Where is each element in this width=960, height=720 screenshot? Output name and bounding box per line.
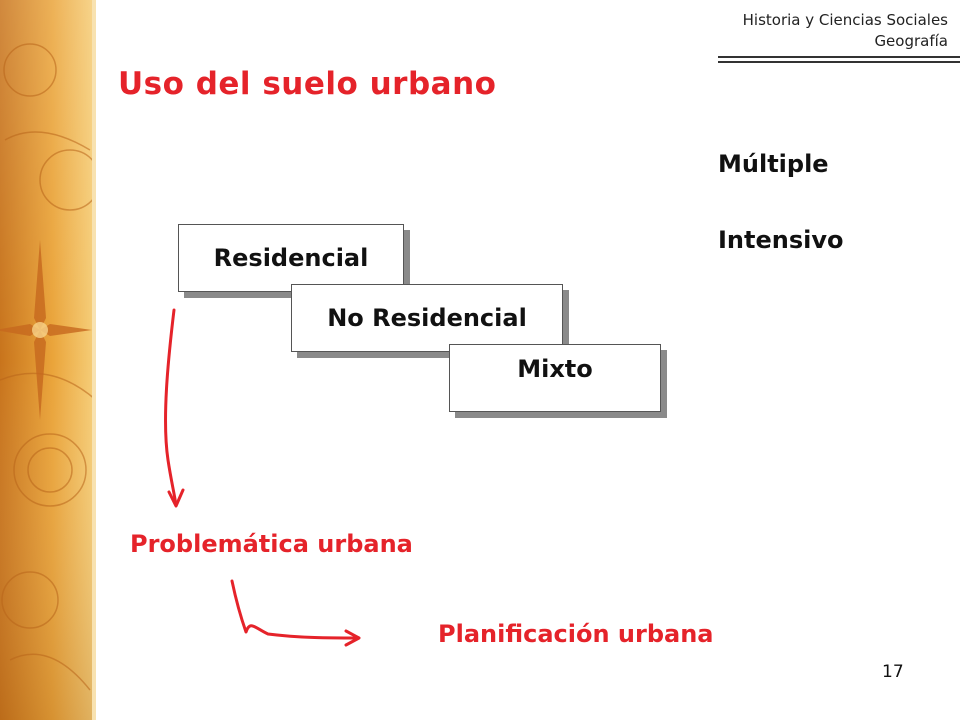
decorative-sidebar bbox=[0, 0, 96, 720]
label-intensive: Intensivo bbox=[718, 226, 844, 254]
page-number: 17 bbox=[882, 662, 904, 682]
box-residencial-label: Residencial bbox=[213, 244, 369, 272]
label-multiple: Múltiple bbox=[718, 150, 829, 178]
box-no-residencial: No Residencial bbox=[291, 284, 563, 352]
arrow-to-problematica bbox=[164, 308, 178, 507]
box-mixto-label: Mixto bbox=[517, 355, 593, 383]
label-problematica-urbana: Problemática urbana bbox=[130, 530, 413, 558]
box-no-residencial-label: No Residencial bbox=[327, 304, 527, 332]
header-divider bbox=[718, 56, 960, 58]
label-planificacion-urbana: Planificación urbana bbox=[438, 620, 714, 648]
header-divider bbox=[718, 61, 960, 63]
course-title: Historia y Ciencias Sociales bbox=[742, 11, 948, 29]
arrow-head-planificacion bbox=[344, 629, 361, 647]
compass-rose-icon bbox=[0, 240, 92, 420]
box-mixto: Mixto bbox=[449, 344, 661, 412]
subject-title: Geografía bbox=[874, 32, 948, 50]
box-residencial: Residencial bbox=[178, 224, 404, 292]
arrow-to-planificacion bbox=[230, 579, 360, 640]
arrow-head-problematica bbox=[167, 488, 185, 508]
page-title: Uso del suelo urbano bbox=[118, 66, 497, 102]
